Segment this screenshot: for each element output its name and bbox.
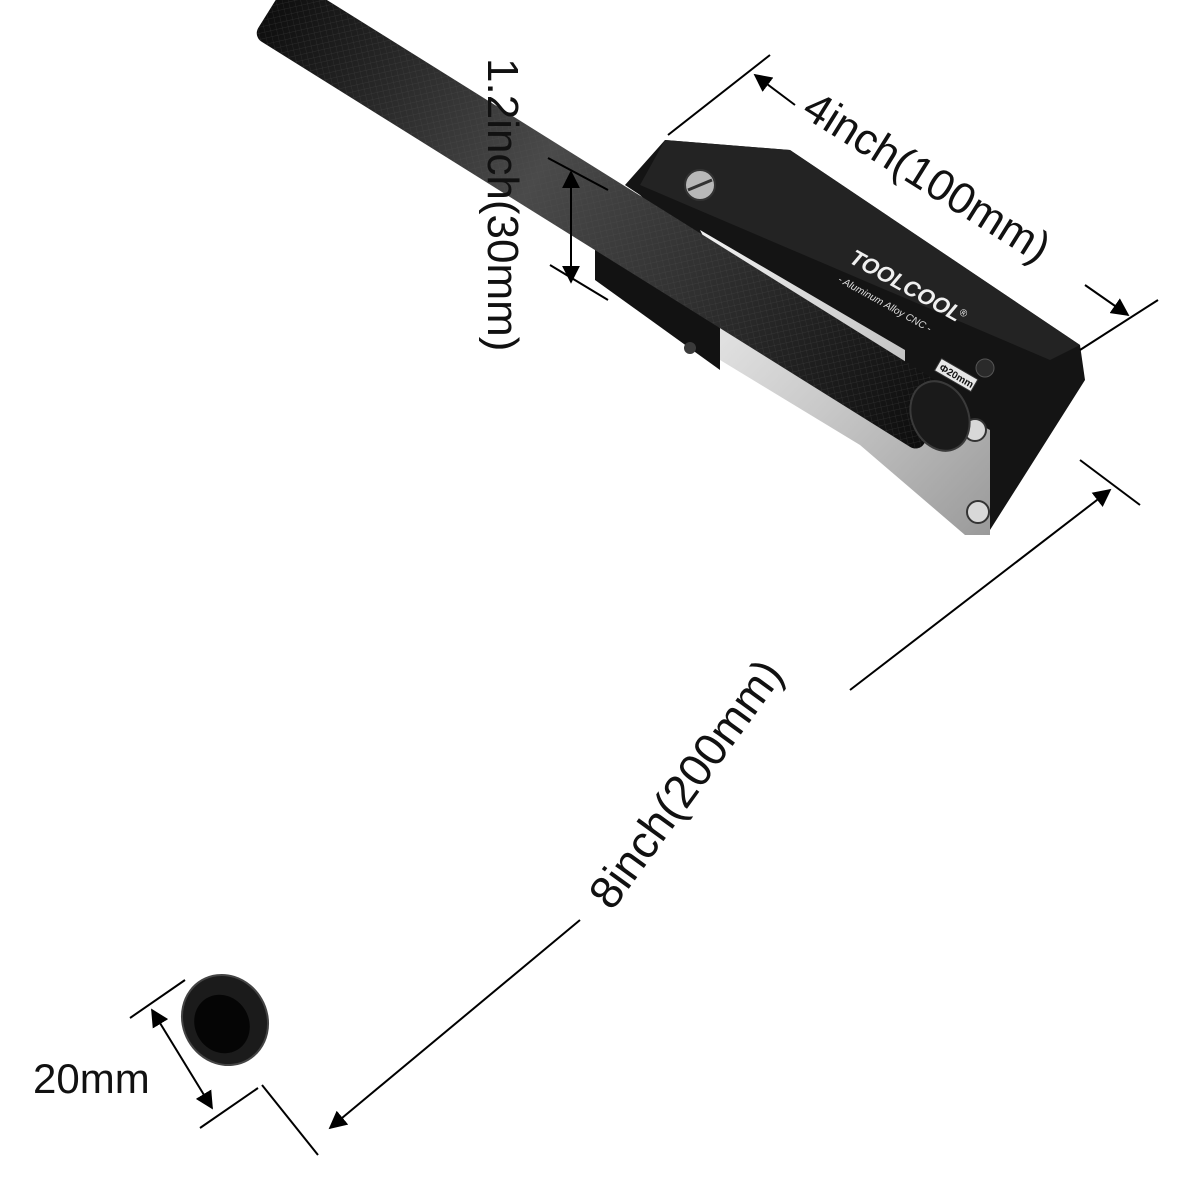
- length-dimension-arrow-bottom: [328, 919, 581, 1130]
- side-screw-hole: [975, 358, 995, 378]
- block-top-face: [640, 140, 1080, 360]
- clamp-screw-hole-2: [684, 342, 696, 354]
- rod-end-near: [909, 380, 971, 452]
- width-dimension-arrow-right: [1084, 284, 1130, 317]
- length-dimension-label: 8inch(200mm): [578, 649, 793, 917]
- knurled-rod: [256, 0, 953, 449]
- dimension-annotations: [129, 54, 1159, 1156]
- diameter-dimension-arrow: [151, 1008, 213, 1110]
- size-tag: [933, 357, 979, 393]
- plate-screw-icon: [966, 500, 990, 524]
- handle-product: TOOLCOOL ® - Aluminum Alloy CNC - Ф20mm: [180, 0, 1085, 1067]
- top-screw-icon: [684, 169, 716, 201]
- diameter-dimension-label: 20mm: [33, 1055, 150, 1102]
- width-dimension-arrow-left: [753, 73, 796, 106]
- length-dimension-arrow-top: [849, 488, 1112, 691]
- height-dimension-label: 1.2inch(30mm): [478, 58, 527, 351]
